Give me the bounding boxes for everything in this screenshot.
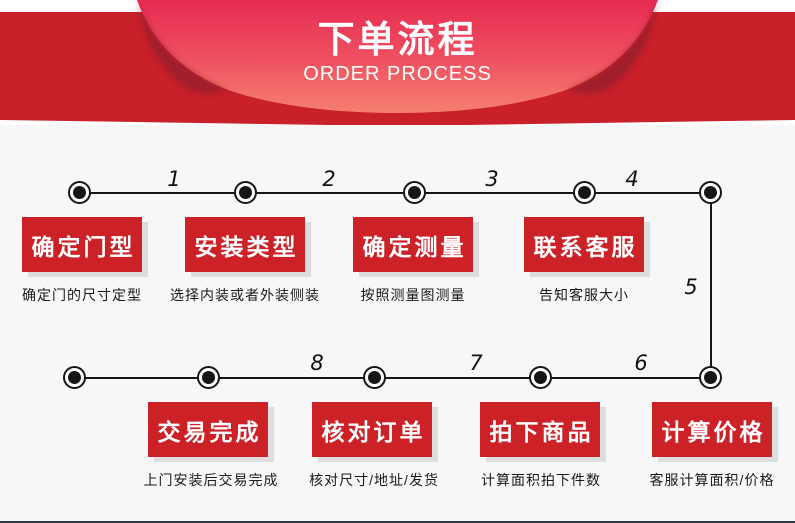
top-connector-line bbox=[80, 192, 711, 194]
step-number: 1 bbox=[167, 167, 181, 191]
page-subtitle: ORDER PROCESS bbox=[303, 63, 492, 85]
banner: 下单流程 ORDER PROCESS bbox=[0, 0, 795, 128]
bottom-connector-line bbox=[75, 377, 711, 379]
flow-node-dot bbox=[529, 366, 552, 389]
side-connector-line bbox=[710, 192, 712, 378]
flow-node-dot bbox=[699, 366, 722, 389]
step-box-verify-order: 核对订单 bbox=[312, 402, 432, 457]
step-number: 8 bbox=[310, 351, 324, 375]
step-caption: 选择内装或者外装侧装 bbox=[170, 287, 320, 303]
step-box-contact-service: 联系客服 bbox=[524, 217, 644, 272]
flow-node-dot bbox=[699, 181, 722, 204]
flow-node-dot bbox=[63, 366, 86, 389]
step-caption: 核对尺寸/地址/发货 bbox=[309, 472, 439, 488]
page-title: 下单流程 bbox=[317, 19, 478, 60]
step-caption: 客服计算面积/价格 bbox=[649, 472, 775, 488]
flow-node-dot bbox=[68, 181, 91, 204]
step-box-place-order: 拍下商品 bbox=[480, 402, 600, 457]
step-caption: 计算面积拍下件数 bbox=[481, 472, 601, 488]
step-number: 5 bbox=[684, 275, 698, 299]
step-number: 3 bbox=[485, 167, 499, 191]
step-number: 7 bbox=[469, 351, 483, 375]
step-box-confirm-measure: 确定测量 bbox=[353, 217, 473, 272]
section-divider bbox=[0, 521, 795, 523]
flow-node-dot bbox=[573, 181, 596, 204]
step-box-install-type: 安装类型 bbox=[185, 217, 305, 272]
flow-diagram: 1 2 3 4 5 8 7 6 确定门型 安装类型 确定测量 联系客服 确定门的… bbox=[0, 125, 795, 523]
step-number: 2 bbox=[322, 167, 336, 191]
step-number: 6 bbox=[634, 351, 648, 375]
step-caption: 告知客服大小 bbox=[539, 287, 629, 303]
flow-node-dot bbox=[363, 366, 386, 389]
flow-node-dot bbox=[197, 366, 220, 389]
ribbon-banner-graphic bbox=[0, 0, 795, 126]
step-box-confirm-door-type: 确定门型 bbox=[22, 217, 142, 272]
step-caption: 上门安装后交易完成 bbox=[143, 472, 279, 488]
step-box-calc-price: 计算价格 bbox=[652, 402, 772, 457]
step-caption: 按照测量图测量 bbox=[360, 287, 466, 303]
flow-node-dot bbox=[403, 181, 426, 204]
step-caption: 确定门的尺寸定型 bbox=[22, 287, 142, 303]
step-box-deal-complete: 交易完成 bbox=[148, 402, 268, 457]
flow-node-dot bbox=[234, 181, 257, 204]
step-number: 4 bbox=[625, 167, 639, 191]
